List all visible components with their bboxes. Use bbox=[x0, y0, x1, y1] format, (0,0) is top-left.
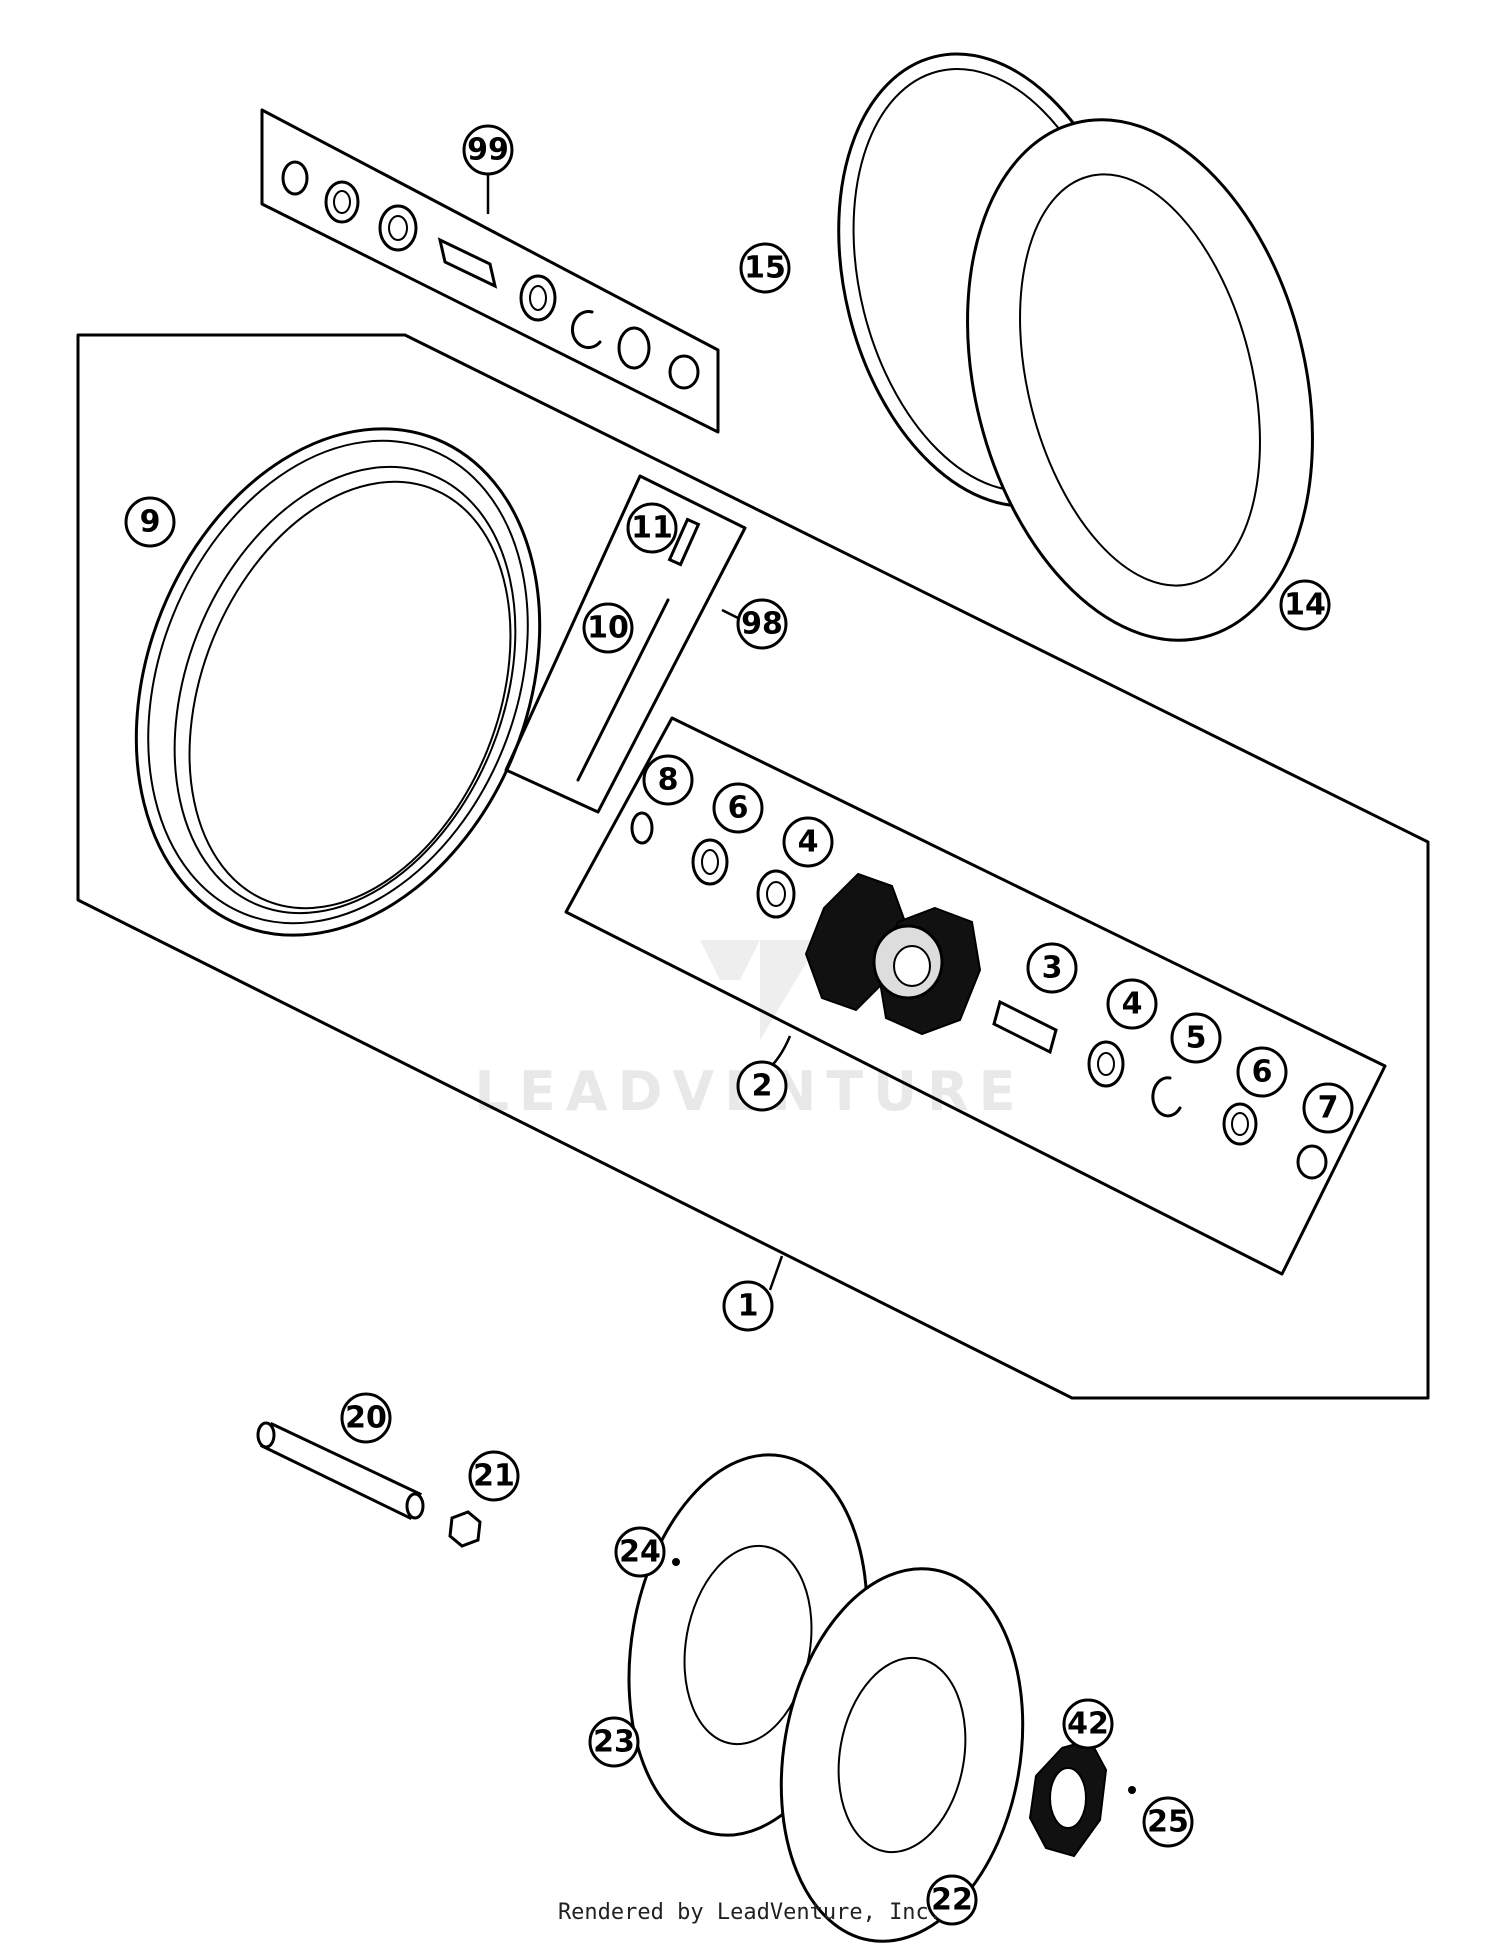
callout-6-left: 6 bbox=[712, 782, 764, 834]
callout-4-left: 4 bbox=[782, 816, 834, 868]
hub-circlip bbox=[1151, 1076, 1182, 1118]
hub-bearing-6-left bbox=[691, 838, 729, 886]
callout-label-2: 2 bbox=[752, 1069, 773, 1104]
callout-label-3: 3 bbox=[1042, 951, 1063, 986]
axle-group bbox=[256, 1421, 482, 1548]
callout-label-99: 99 bbox=[467, 133, 509, 168]
kit-circlip bbox=[571, 310, 602, 350]
spoke bbox=[576, 598, 670, 782]
disc-screw-25 bbox=[1128, 1786, 1136, 1794]
callout-22: 22 bbox=[926, 1874, 978, 1926]
callout-label-10: 10 bbox=[587, 611, 629, 646]
callout-label-7: 7 bbox=[1318, 1091, 1339, 1126]
callout-label-6-left: 6 bbox=[728, 791, 749, 826]
callout-1: 1 bbox=[722, 1280, 774, 1332]
brake-discs bbox=[627, 1453, 1136, 1943]
callout-label-9: 9 bbox=[140, 505, 161, 540]
callout-label-98: 98 bbox=[741, 607, 783, 642]
callout-label-24: 24 bbox=[619, 1535, 661, 1570]
brake-disc-front bbox=[779, 1567, 1025, 1943]
callout-6-right: 6 bbox=[1236, 1046, 1288, 1098]
hub-bearing-4-right bbox=[1087, 1040, 1125, 1088]
callout-9: 9 bbox=[124, 496, 176, 548]
callout-label-42: 42 bbox=[1067, 1707, 1109, 1742]
callout-label-23: 23 bbox=[593, 1725, 635, 1760]
kit-seal-2 bbox=[668, 354, 700, 390]
callout-label-4-left: 4 bbox=[798, 825, 819, 860]
spoke-kit-outline bbox=[504, 474, 747, 814]
callout-7: 7 bbox=[1302, 1082, 1354, 1134]
callout-11: 11 bbox=[626, 502, 678, 554]
callout-8: 8 bbox=[642, 754, 694, 806]
callout-10: 10 bbox=[582, 602, 634, 654]
callout-label-4-right: 4 bbox=[1122, 987, 1143, 1022]
callout-23: 23 bbox=[588, 1716, 640, 1768]
callout-42: 42 bbox=[1062, 1698, 1114, 1750]
hub-bearing-4-left bbox=[756, 869, 796, 919]
axle-nut bbox=[448, 1510, 482, 1548]
hub-seal-left bbox=[630, 811, 654, 845]
hub-panel bbox=[564, 716, 1387, 1276]
callout-label-11: 11 bbox=[631, 511, 673, 546]
callout-label-25: 25 bbox=[1147, 1805, 1189, 1840]
callout-20: 20 bbox=[340, 1392, 392, 1444]
render-credit: Rendered by LeadVenture, Inc. bbox=[557, 1900, 943, 1925]
rim-inner bbox=[188, 480, 512, 910]
kit-bearing-1 bbox=[324, 180, 360, 224]
watermark-logo-icon bbox=[700, 940, 820, 1040]
callout-99: 99 bbox=[462, 124, 514, 176]
callout-label-15: 15 bbox=[744, 251, 786, 286]
rim bbox=[134, 427, 542, 937]
rim-outer bbox=[134, 427, 542, 937]
callout-24: 24 bbox=[614, 1526, 666, 1578]
kit-bearing-3 bbox=[519, 274, 557, 322]
callout-label-20: 20 bbox=[345, 1401, 387, 1436]
wheel-assembly-outline bbox=[76, 333, 1430, 1400]
spoke-nipple bbox=[667, 517, 701, 567]
callout-label-14: 14 bbox=[1284, 588, 1326, 623]
callout-25: 25 bbox=[1142, 1796, 1194, 1848]
callout-label-8: 8 bbox=[658, 763, 679, 798]
kit-spacer bbox=[437, 237, 498, 289]
callout-label-22: 22 bbox=[931, 1883, 973, 1918]
callout-label-1: 1 bbox=[738, 1289, 759, 1324]
disc-screw-24 bbox=[672, 1558, 680, 1566]
kit-bearing-2 bbox=[378, 204, 418, 252]
kit-bearing-4 bbox=[617, 326, 651, 370]
bearing-kit-outline bbox=[260, 108, 720, 434]
callout-3: 3 bbox=[1026, 942, 1078, 994]
hub-seal-right bbox=[1296, 1144, 1328, 1180]
axle bbox=[260, 1421, 422, 1521]
tire-and-tube bbox=[837, 52, 1314, 642]
hub-spacer bbox=[992, 999, 1058, 1055]
tire bbox=[966, 118, 1314, 642]
callout-98: 98 bbox=[736, 598, 788, 650]
callout-15: 15 bbox=[739, 242, 791, 294]
callout-4-right: 4 bbox=[1106, 978, 1158, 1030]
callout-5: 5 bbox=[1170, 1012, 1222, 1064]
callout-2: 2 bbox=[736, 1060, 788, 1112]
callout-14: 14 bbox=[1279, 579, 1331, 631]
spoke-kit-panel bbox=[504, 474, 747, 814]
callout-21: 21 bbox=[468, 1450, 520, 1502]
hub-bearing-6-right bbox=[1222, 1102, 1258, 1146]
callout-label-6-right: 6 bbox=[1252, 1055, 1273, 1090]
callout-label-5: 5 bbox=[1186, 1021, 1207, 1056]
callout-label-21: 21 bbox=[473, 1459, 515, 1494]
bearing-kit-panel bbox=[260, 108, 720, 434]
kit-seal-1 bbox=[281, 160, 309, 196]
hub-kit-outline bbox=[564, 716, 1387, 1276]
